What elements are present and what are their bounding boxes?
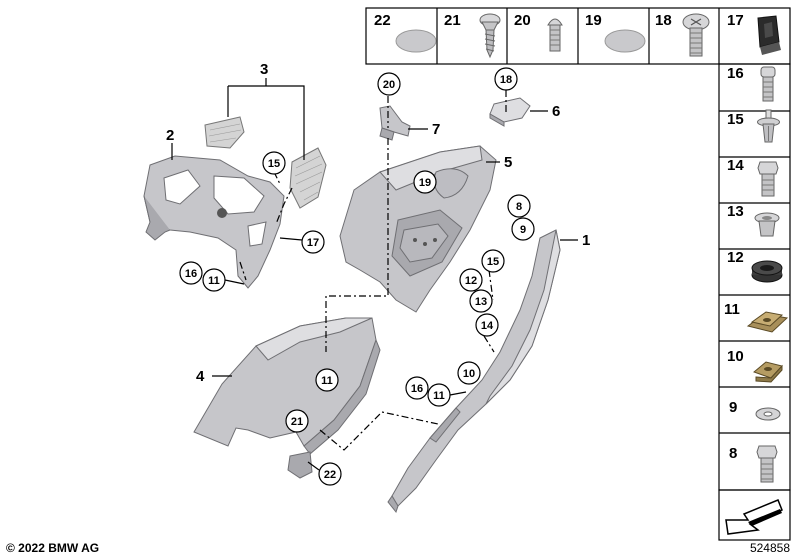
svg-text:11: 11 bbox=[433, 390, 445, 402]
assembly-line-b bbox=[319, 411, 439, 451]
callout-13: 13 bbox=[469, 289, 493, 313]
part-4-rear-cover bbox=[193, 317, 381, 479]
flat-head-screw-icon bbox=[682, 13, 710, 57]
callout-16-left: 16 bbox=[179, 261, 203, 285]
label-part-1: 1 bbox=[582, 232, 590, 249]
right-parts-column: 16 15 14 13 12 bbox=[718, 63, 791, 541]
callout-19: 19 bbox=[413, 170, 437, 194]
callout-10: 10 bbox=[457, 361, 481, 385]
callout-15-right: 15 bbox=[481, 249, 505, 273]
part-number-18: 18 bbox=[655, 12, 672, 29]
callout-11-right: 11 bbox=[427, 383, 467, 407]
part-number-16: 16 bbox=[727, 65, 744, 82]
callout-22: 22 bbox=[307, 461, 342, 486]
label-part-3: 3 bbox=[260, 61, 268, 78]
svg-text:13: 13 bbox=[475, 296, 487, 308]
seal-disc-icon bbox=[395, 29, 437, 53]
svg-text:18: 18 bbox=[500, 74, 512, 86]
rubber-grommet-icon bbox=[751, 260, 783, 283]
washer-icon bbox=[755, 407, 781, 421]
part-number-10: 10 bbox=[727, 348, 744, 365]
callout-8: 8 bbox=[507, 194, 531, 218]
callout-11-center: 11 bbox=[315, 368, 339, 392]
part-5-housing bbox=[339, 145, 497, 313]
expanding-rivet-icon bbox=[757, 109, 780, 143]
self-tapping-screw-icon bbox=[479, 13, 501, 59]
part-number-15: 15 bbox=[727, 111, 744, 128]
part-number-19: 19 bbox=[585, 12, 602, 29]
svg-text:16: 16 bbox=[185, 268, 197, 280]
part-number-11: 11 bbox=[724, 301, 740, 318]
svg-text:15: 15 bbox=[268, 158, 280, 170]
seal-disc-icon bbox=[604, 29, 646, 53]
next-page-arrow-icon bbox=[725, 499, 783, 535]
part-number-22: 22 bbox=[374, 12, 391, 29]
svg-text:14: 14 bbox=[481, 320, 494, 332]
svg-text:11: 11 bbox=[321, 375, 333, 387]
svg-text:20: 20 bbox=[383, 79, 395, 91]
hex-bolt-icon bbox=[757, 161, 779, 197]
part-3-grilles bbox=[204, 116, 327, 209]
top-parts-row: 22 21 20 19 18 17 bbox=[365, 7, 791, 65]
callout-21: 21 bbox=[285, 409, 309, 433]
callout-11-left: 11 bbox=[202, 268, 245, 292]
spacer-sleeve-icon bbox=[754, 212, 780, 237]
part-number-20: 20 bbox=[514, 12, 531, 29]
callout-14: 14 bbox=[475, 313, 499, 337]
part-number-13: 13 bbox=[727, 203, 744, 220]
svg-text:9: 9 bbox=[520, 224, 526, 236]
label-part-2: 2 bbox=[166, 127, 174, 144]
part-number-14: 14 bbox=[727, 157, 744, 174]
oval-head-screw-icon bbox=[547, 18, 563, 52]
svg-text:22: 22 bbox=[324, 469, 336, 481]
rubber-buffer-icon bbox=[757, 15, 781, 55]
page-arrow-frame bbox=[718, 489, 791, 541]
svg-text:12: 12 bbox=[465, 275, 477, 287]
part-7-bracket bbox=[379, 105, 411, 141]
copyright-text: © 2022 BMW AG bbox=[6, 541, 100, 555]
callout-20: 20 bbox=[377, 72, 401, 96]
leader-3 bbox=[227, 85, 305, 160]
diagram-number: 524858 bbox=[749, 541, 790, 555]
part-2-frame bbox=[143, 155, 285, 289]
callout-9: 9 bbox=[511, 217, 535, 241]
svg-text:10: 10 bbox=[463, 368, 475, 380]
hex-screw-icon bbox=[756, 445, 778, 483]
part-number-12: 12 bbox=[727, 249, 744, 266]
part-number-21: 21 bbox=[444, 12, 461, 29]
part-number-8: 8 bbox=[729, 445, 737, 462]
part-1-side-cover bbox=[387, 229, 561, 514]
label-part-7: 7 bbox=[432, 121, 440, 138]
label-part-5: 5 bbox=[504, 154, 512, 171]
callout-12: 12 bbox=[459, 268, 483, 292]
label-part-4: 4 bbox=[196, 368, 205, 385]
part-6-cover bbox=[489, 97, 531, 127]
svg-text:19: 19 bbox=[419, 177, 431, 189]
spring-nut-icon bbox=[753, 361, 783, 383]
callout-16-right: 16 bbox=[405, 376, 429, 400]
label-part-6: 6 bbox=[552, 103, 560, 120]
svg-text:17: 17 bbox=[307, 237, 319, 249]
clip-nut-icon bbox=[746, 311, 789, 333]
assembly-line-a bbox=[325, 138, 389, 352]
svg-text:8: 8 bbox=[516, 201, 522, 213]
svg-text:15: 15 bbox=[487, 256, 499, 268]
callout-15-left: 15 bbox=[262, 151, 286, 175]
svg-text:16: 16 bbox=[411, 383, 423, 395]
svg-text:11: 11 bbox=[208, 275, 220, 287]
part-number-17: 17 bbox=[727, 12, 744, 29]
callout-17: 17 bbox=[279, 230, 325, 254]
svg-text:21: 21 bbox=[291, 416, 303, 428]
part-number-9: 9 bbox=[729, 399, 737, 416]
collar-screw-icon bbox=[760, 66, 776, 102]
callout-18: 18 bbox=[494, 67, 518, 91]
